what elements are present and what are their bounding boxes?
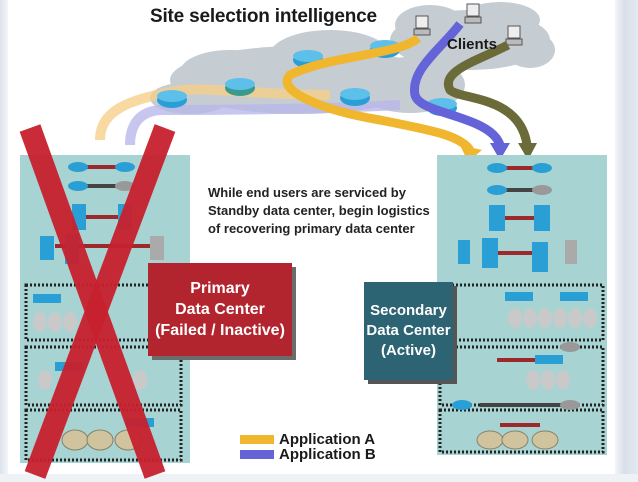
secondary-label-line: Secondary xyxy=(370,302,447,319)
router-icon xyxy=(157,90,187,108)
client-pc-icon xyxy=(413,15,431,36)
app-a-arrowhead xyxy=(460,145,482,162)
app-b-arrowhead xyxy=(490,143,510,160)
secondary-data-center-diagram xyxy=(437,155,607,455)
primary-label-line: Data Center xyxy=(175,301,265,318)
app-c-arrowhead xyxy=(518,143,537,160)
router-icon xyxy=(225,78,255,96)
primary-label-line: Primary xyxy=(190,280,250,297)
app-c-path xyxy=(444,41,532,146)
secondary-label-line: Data Center xyxy=(366,322,451,339)
page-title: Site selection intelligence xyxy=(150,6,377,27)
router-icon xyxy=(340,88,370,106)
legend-label: Application A xyxy=(279,431,376,448)
note-line: Standby data center, begin logistics xyxy=(208,203,430,218)
primary-label-line: (Failed / Inactive) xyxy=(155,322,285,339)
legend-item-app-a: Application A xyxy=(240,431,376,448)
note-line: of recovering primary data center xyxy=(208,221,415,236)
slide-bottom-edge xyxy=(0,474,638,482)
clients-label: Clients xyxy=(447,36,498,53)
app-a-path xyxy=(282,34,474,153)
legend-swatch-app-b xyxy=(240,450,274,459)
client-pc-icon xyxy=(505,25,523,46)
app-b-path xyxy=(410,21,505,148)
legend-label: Application B xyxy=(279,446,376,463)
secondary-label-line: (Active) xyxy=(380,342,436,359)
recovery-note: While end users are serviced by Standby … xyxy=(208,184,438,238)
note-line: While end users are serviced by xyxy=(208,185,406,200)
failed-x-icon xyxy=(19,124,176,479)
primary-data-center-label: Primary Data Center (Failed / Inactive) xyxy=(148,263,292,356)
legend: Application A Application B xyxy=(240,431,376,463)
legend-item-app-b: Application B xyxy=(240,446,376,463)
secondary-data-center-label: Secondary Data Center (Active) xyxy=(364,282,453,380)
client-pc-icon xyxy=(464,3,482,24)
legend-swatch-app-a xyxy=(240,435,274,444)
slide-left-edge xyxy=(0,0,8,482)
slide-right-edge xyxy=(615,0,638,482)
